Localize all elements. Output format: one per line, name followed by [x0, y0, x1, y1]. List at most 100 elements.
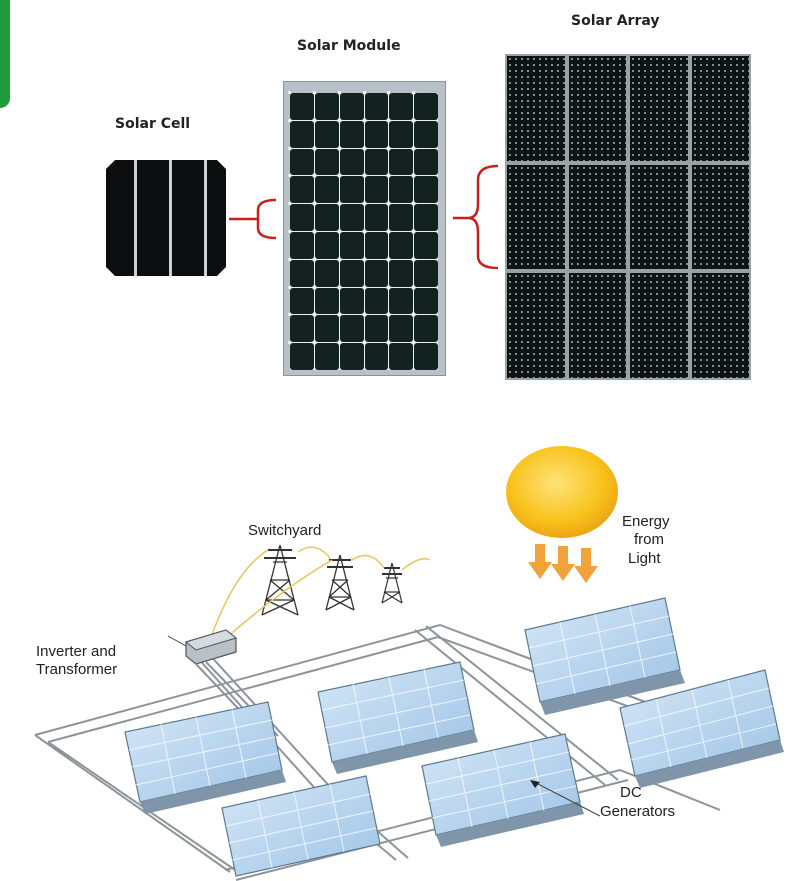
module-cell: [312, 202, 339, 231]
module-cell: [412, 257, 438, 287]
module-cell: [312, 118, 339, 148]
module-cell: [312, 91, 339, 120]
module-cell: [362, 341, 389, 370]
module-cell: [362, 174, 389, 204]
inverter-transformer-icon: [184, 629, 279, 741]
pv-panel: [619, 669, 784, 788]
module-cell: [412, 285, 438, 315]
cell-busbar: [169, 160, 172, 276]
module-cell: [387, 91, 414, 120]
array-module: [507, 164, 565, 270]
module-cell: [288, 146, 314, 176]
module-cell: [362, 202, 389, 231]
pv-panel: [421, 733, 584, 847]
module-cell: [312, 174, 339, 204]
module-cell: [288, 174, 314, 204]
panel-gridlines: [128, 605, 777, 869]
solar-cell-label: Solar Cell: [115, 116, 191, 132]
power-lines: [209, 546, 431, 646]
module-cell: [387, 313, 414, 343]
module-cell: [412, 146, 438, 176]
module-cell: [362, 257, 389, 287]
module-cell: [362, 91, 389, 120]
pv-plant-illustration: Switchyard Energy from Light Inverter an…: [34, 446, 784, 881]
module-cell: [387, 146, 414, 176]
module-cell: [312, 229, 339, 259]
module-cell: [337, 229, 364, 259]
module-cell: [412, 229, 438, 259]
module-cell: [312, 257, 339, 287]
module-cell: [312, 313, 339, 343]
module-cell: [412, 313, 438, 343]
module-cell: [288, 285, 314, 315]
module-cell: [337, 341, 364, 370]
module-cell: [362, 229, 389, 259]
module-cell: [337, 313, 364, 343]
cell-to-module-bracket: [229, 198, 277, 240]
module-cell: [337, 91, 364, 120]
solar-array-image: [505, 54, 751, 380]
module-cell: [412, 91, 438, 120]
inverter-label-line2: Transformer: [36, 661, 117, 678]
array-module: [630, 56, 688, 161]
transmission-tower-icon: [381, 562, 403, 604]
module-cell: [288, 341, 314, 370]
transmission-tower-icon: [261, 544, 299, 616]
module-cell: [387, 229, 414, 259]
energy-label-line3: Light: [628, 550, 661, 567]
module-cell: [288, 229, 314, 259]
module-cell: [312, 341, 339, 370]
dc-label-line2: Generators: [600, 803, 675, 820]
light-arrows-icon: [528, 544, 598, 583]
module-cell: [387, 118, 414, 148]
module-cell: [387, 202, 414, 231]
module-cell: [337, 285, 364, 315]
inverter-label-line1: Inverter and: [36, 643, 116, 660]
switchyard-label: Switchyard: [248, 522, 321, 539]
module-cell: [412, 202, 438, 231]
array-module: [691, 56, 749, 161]
module-cell: [362, 118, 389, 148]
module-cell: [387, 257, 414, 287]
module-cell: [288, 91, 314, 120]
module-cell: [288, 118, 314, 148]
module-cell-grid: [288, 91, 438, 370]
solar-array-label: Solar Array: [571, 13, 660, 29]
array-module: [630, 164, 688, 270]
module-cell: [337, 202, 364, 231]
array-module: [568, 56, 626, 161]
array-module: [507, 273, 565, 378]
module-cell: [337, 146, 364, 176]
solar-cell-image: [106, 160, 226, 276]
cell-busbar: [204, 160, 207, 276]
dc-label-line1: DC: [620, 784, 642, 801]
sun-icon: [506, 446, 618, 538]
leader-lines: [167, 635, 601, 817]
module-to-array-bracket: [453, 164, 499, 270]
energy-label-line2: from: [634, 531, 664, 548]
module-cell: [387, 174, 414, 204]
module-cell: [337, 174, 364, 204]
module-cell: [362, 146, 389, 176]
transmission-tower-icon: [325, 554, 355, 611]
module-cell: [337, 257, 364, 287]
module-cell: [288, 257, 314, 287]
dc-pointer-icon: [530, 780, 540, 788]
module-cell: [412, 174, 438, 204]
module-cell: [288, 202, 314, 231]
module-cell: [312, 146, 339, 176]
pv-panel: [124, 701, 286, 814]
energy-label-line1: Energy: [622, 513, 670, 530]
module-cell: [312, 285, 339, 315]
module-cell: [362, 313, 389, 343]
array-module: [630, 273, 688, 378]
module-cell: [412, 118, 438, 148]
module-cell: [337, 118, 364, 148]
array-module: [507, 56, 565, 161]
green-edge-decoration: [0, 0, 10, 108]
solar-module-label: Solar Module: [297, 38, 401, 54]
module-cell: [387, 341, 414, 370]
solar-module-image: [283, 81, 446, 376]
array-module: [691, 164, 749, 270]
